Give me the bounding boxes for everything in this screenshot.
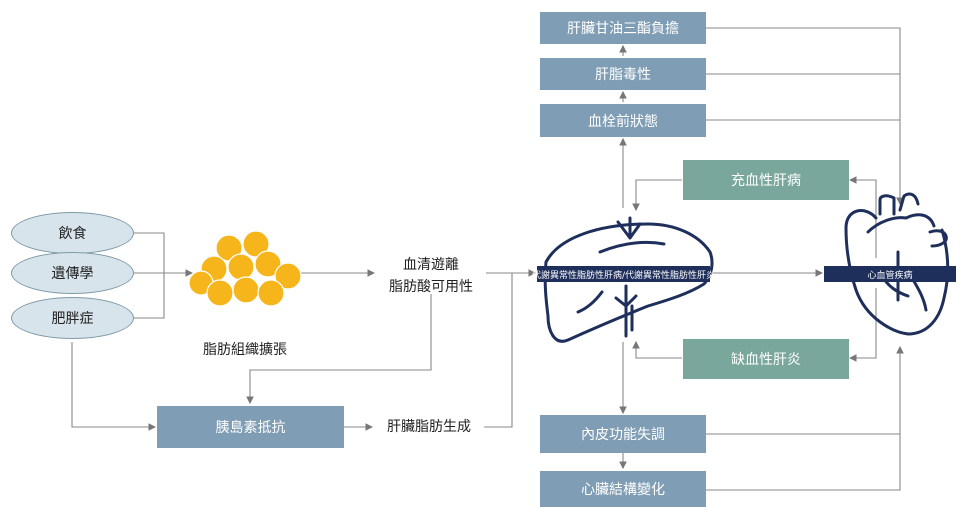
- ischemic-hepatitis-box: 缺血性肝炎: [683, 339, 849, 379]
- liver-icon: [543, 216, 714, 343]
- prothrombotic-state-box: 血栓前狀態: [540, 104, 706, 137]
- cardiovascular-disease-band: 心血管疾病: [824, 266, 956, 282]
- ffa-label-line-2: 脂肪酸可用性: [389, 279, 473, 295]
- input-obesity-oval: 肥胖症: [11, 297, 134, 339]
- hepatic-triglyceride-box: 肝臟甘油三酯負擔: [540, 12, 706, 44]
- input-genetics-oval: 遺傳學: [11, 252, 134, 294]
- adipose-expansion-label: 脂肪組織擴張: [203, 342, 287, 358]
- endothelial-dysfunction-box: 內皮功能失調: [540, 415, 706, 453]
- hepatic-lipogenesis-label: 肝臟脂肪生成: [387, 419, 471, 435]
- ffa-label: 血清遊離 脂肪酸可用性: [376, 254, 486, 298]
- insulin-resistance-box: 胰島素抵抗: [157, 406, 344, 448]
- hepatic-lipotoxicity-box: 肝脂毒性: [540, 58, 706, 90]
- liver-disease-band: 代謝異常性脂肪性肝病/代謝異常性脂肪性肝炎: [532, 266, 715, 282]
- ffa-label-line-1: 血清遊離: [403, 257, 459, 273]
- cardiac-structural-change-box: 心臟結構變化: [540, 471, 706, 507]
- input-diet-oval: 飲食: [11, 212, 134, 254]
- congestive-hepatopathy-box: 充血性肝病: [683, 160, 849, 200]
- heart-icon: [844, 192, 950, 336]
- adipose-cells-icon: [188, 230, 302, 307]
